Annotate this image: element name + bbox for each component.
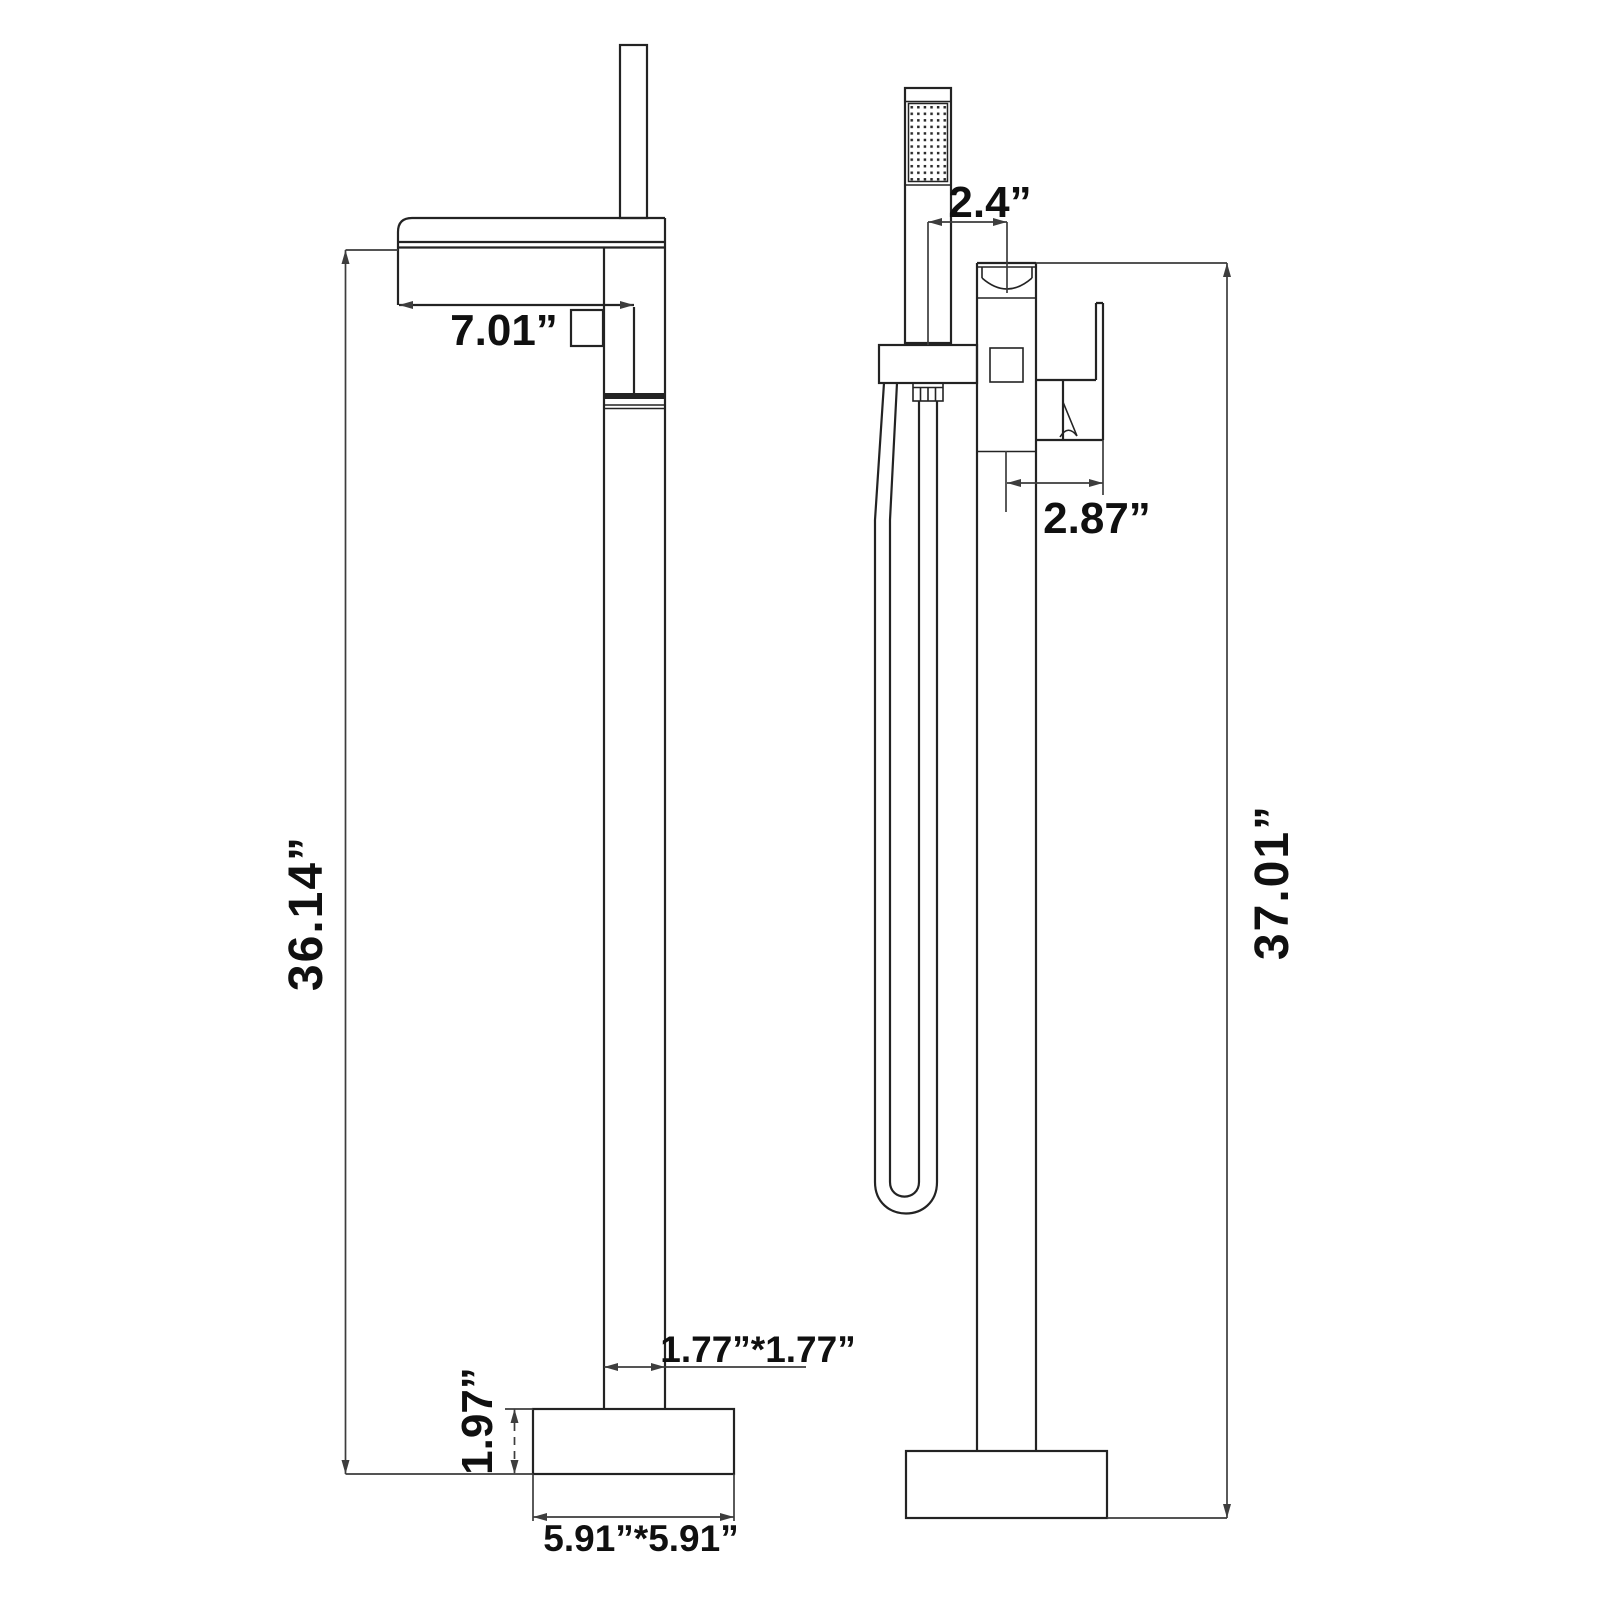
left-view-faucet <box>396 43 736 1476</box>
dim-spout-reach: 7.01” <box>399 301 634 355</box>
dim-valve-width: 2.87” <box>1005 440 1151 543</box>
column-right-view <box>975 261 1038 1451</box>
mixer-valve-handle <box>1036 301 1105 442</box>
dim-label-base-height: 1.97” <box>453 1367 502 1475</box>
column-joint-band <box>603 393 665 399</box>
dim-label-valve-width: 2.87” <box>1043 494 1151 543</box>
dim-base-height: 1.97” <box>453 1367 533 1475</box>
shower-hose-inner <box>888 382 921 1198</box>
spout-outline <box>396 216 665 305</box>
shower-holder <box>877 343 979 385</box>
dim-label-pipe-section: 1.77”*1.77” <box>660 1329 855 1370</box>
dim-label-spout-reach: 7.01” <box>450 306 558 355</box>
right-view-faucet <box>873 86 1109 1520</box>
dim-base-size: 5.91”*5.91” <box>532 1474 739 1559</box>
dim-label-height-right: 37.01” <box>1246 804 1299 960</box>
dim-shower-offset: 2.4” <box>927 178 1032 345</box>
lift-rod <box>618 43 649 220</box>
shower-hose-outer <box>873 382 939 1215</box>
dim-height-right: 37.01” <box>1036 262 1299 1519</box>
hose-nut-facets <box>913 386 943 401</box>
dim-pipe-section: 1.77”*1.77” <box>604 1329 856 1371</box>
base-right-view <box>904 1449 1109 1520</box>
diverter-detail-square <box>989 347 1024 383</box>
dim-label-height-left: 36.14” <box>280 835 333 991</box>
dim-label-base-size: 5.91”*5.91” <box>543 1518 738 1559</box>
dim-label-shower-offset: 2.4” <box>948 178 1031 227</box>
spray-face-dots <box>907 102 949 183</box>
temperature-handle <box>569 308 605 348</box>
valve-lever-detail <box>1059 401 1078 438</box>
base-left-view <box>531 1407 736 1476</box>
dim-height-left: 36.14” <box>280 249 533 1475</box>
